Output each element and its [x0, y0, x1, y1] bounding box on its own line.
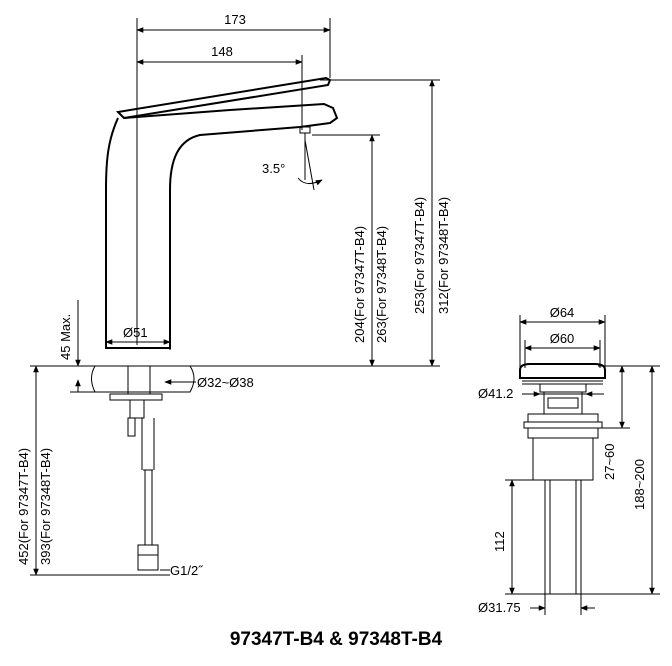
label-adjust-range: 27~60: [602, 443, 617, 480]
label-body-diameter: Ø51: [123, 325, 148, 340]
label-width-overall: 173: [224, 12, 246, 27]
label-cap-outer: Ø64: [550, 305, 575, 320]
label-outlet-height-a: 204(For 97347T-B4): [352, 226, 367, 343]
countertop: [91, 365, 195, 393]
label-deck-thickness: 45 Max.: [58, 314, 73, 360]
label-tail-length: 112: [492, 531, 507, 552]
drain-cap: [519, 363, 606, 379]
drain-drawing: [505, 315, 660, 615]
hose-connector: [137, 544, 159, 571]
label-outlet-height-b: 263(For 97348T-B4): [374, 226, 389, 343]
label-hole-diameter: Ø32~Ø38: [197, 375, 254, 390]
label-hose-length-a: 452(For 97347T-B4): [16, 448, 31, 565]
faucet-body: [105, 102, 339, 349]
label-total-height-a: 253(For 97347T-B4): [412, 197, 427, 314]
label-total-range: 188~200: [632, 459, 647, 510]
label-connection: G1/2˝: [170, 563, 204, 578]
label-hose-length-b: 393(For 97348T-B4): [38, 448, 53, 565]
drawing-title: 97347T-B4 & 97348T-B4: [230, 629, 443, 650]
label-total-height-b: 312(For 97348T-B4): [436, 197, 451, 314]
label-cap-inner: Ø60: [550, 331, 575, 346]
label-tail-diameter: Ø31.75: [478, 600, 521, 615]
label-spout-angle: 3.5°: [262, 161, 285, 176]
faucet-handle: [115, 76, 332, 120]
faucet-drawing: [30, 18, 440, 576]
label-flange: Ø41.2: [478, 386, 513, 401]
drain-tailpiece: [544, 479, 582, 595]
label-width-spout: 148: [211, 44, 233, 59]
